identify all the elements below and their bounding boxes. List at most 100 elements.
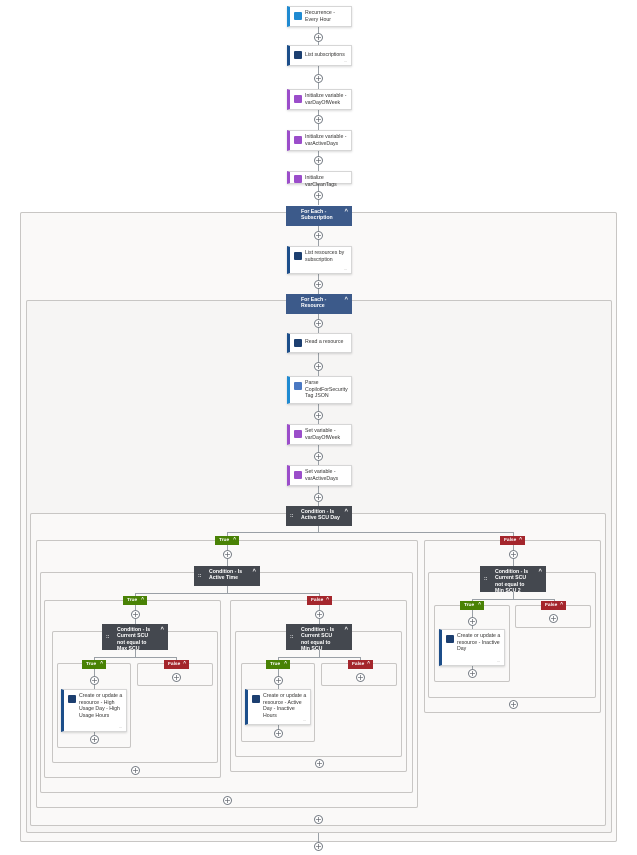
add-step-plus-icon[interactable]: +: [549, 614, 558, 623]
add-step-plus-icon[interactable]: +: [274, 729, 283, 738]
link-icon: ...: [118, 724, 122, 729]
set-active-card[interactable]: Set variable - varActiveDays: [287, 465, 352, 486]
chevron-up-icon[interactable]: ^: [344, 209, 348, 215]
condition-min2-title: Condition - Is Current SCU not equal to …: [495, 569, 529, 595]
chevron-up-icon[interactable]: ^: [367, 661, 370, 667]
recurrence-card[interactable]: Recurrence - Every Hour: [287, 6, 352, 27]
add-step-plus-icon[interactable]: +: [314, 156, 323, 165]
init-active-card[interactable]: Initialize variable - varActiveDays: [287, 130, 352, 151]
add-step-plus-icon[interactable]: +: [314, 815, 323, 824]
chevron-up-icon[interactable]: ^: [344, 627, 348, 633]
add-step-plus-icon[interactable]: +: [509, 700, 518, 709]
chevron-up-icon[interactable]: ^: [538, 569, 542, 575]
add-step-plus-icon[interactable]: +: [468, 617, 477, 626]
add-step-plus-icon[interactable]: +: [314, 493, 323, 502]
true-label: True: [127, 598, 138, 603]
init-day-label: Initialize variable - varDayOfWeek: [305, 93, 347, 106]
add-step-plus-icon[interactable]: +: [314, 191, 323, 200]
min-action-card[interactable]: Create or update a resource - Active Day…: [245, 689, 311, 725]
chevron-up-icon[interactable]: ^: [141, 597, 144, 603]
chevron-up-icon[interactable]: ^: [233, 537, 236, 543]
condition-icon: ::: [290, 513, 294, 519]
add-step-plus-icon[interactable]: +: [314, 115, 323, 124]
add-step-plus-icon[interactable]: +: [314, 362, 323, 371]
true-label: True: [219, 538, 230, 543]
condition-active-day-header[interactable]: :: Condition - Is Active SCU Day ^: [286, 506, 352, 526]
variable-icon: [294, 430, 302, 438]
chevron-up-icon[interactable]: ^: [100, 661, 103, 667]
init-clean-card[interactable]: Initialize varCleanTags: [287, 171, 352, 188]
min-false-label[interactable]: False ^: [348, 660, 373, 669]
add-step-plus-icon[interactable]: +: [314, 842, 323, 851]
condition-icon: ::: [106, 634, 110, 640]
set-day-card[interactable]: Set variable - varDayOfWeek: [287, 424, 352, 445]
set-active-label: Set variable - varActiveDays: [305, 469, 339, 482]
add-step-plus-icon[interactable]: +: [223, 796, 232, 805]
init-active-label: Initialize variable - varActiveDays: [305, 134, 347, 147]
min2-false-label[interactable]: False ^: [541, 601, 566, 610]
false-label: False: [311, 598, 324, 603]
add-step-plus-icon[interactable]: +: [314, 280, 323, 289]
link-icon: ...: [343, 58, 347, 63]
add-step-plus-icon[interactable]: +: [356, 673, 365, 682]
add-step-plus-icon[interactable]: +: [274, 676, 283, 685]
condition-active-time-title: Condition - Is Active Time: [209, 569, 243, 582]
false-label: False: [168, 662, 181, 667]
max-false-label[interactable]: False ^: [164, 660, 189, 669]
add-step-plus-icon[interactable]: +: [131, 766, 140, 775]
condition-min-header[interactable]: :: Condition - Is Current SCU not equal …: [286, 624, 352, 652]
add-step-plus-icon[interactable]: +: [131, 610, 140, 619]
false-label: False: [352, 662, 365, 667]
init-day-card[interactable]: Initialize variable - varDayOfWeek: [287, 89, 352, 110]
chevron-up-icon[interactable]: ^: [478, 602, 481, 608]
set-day-label: Set variable - varDayOfWeek: [305, 428, 341, 441]
condition-icon: ::: [290, 634, 294, 640]
chevron-up-icon[interactable]: ^: [183, 661, 186, 667]
condition-min2-header[interactable]: :: Condition - Is Current SCU not equal …: [480, 566, 546, 595]
read-resource-card[interactable]: Read a resource: [287, 333, 352, 353]
add-step-plus-icon[interactable]: +: [509, 550, 518, 559]
add-step-plus-icon[interactable]: +: [314, 74, 323, 83]
parse-json-card[interactable]: Parse CopilotForSecurity Tag JSON: [287, 376, 352, 404]
list-subscriptions-card[interactable]: List subscriptions ...: [287, 45, 352, 66]
max-true-label[interactable]: True ^: [82, 660, 106, 669]
add-step-plus-icon[interactable]: +: [314, 452, 323, 461]
chevron-up-icon[interactable]: ^: [344, 509, 348, 515]
add-step-plus-icon[interactable]: +: [315, 610, 324, 619]
add-step-plus-icon[interactable]: +: [314, 231, 323, 240]
azure-icon: [446, 635, 454, 643]
foreach-subscription-header[interactable]: For Each - Subscription ^: [286, 206, 352, 226]
false-label: False: [545, 603, 558, 608]
min2-action-card[interactable]: Create or update a resource - Inactive D…: [439, 629, 505, 666]
link-icon: ...: [496, 658, 500, 663]
chevron-up-icon[interactable]: ^: [326, 597, 329, 603]
add-step-plus-icon[interactable]: +: [223, 550, 232, 559]
add-step-plus-icon[interactable]: +: [315, 759, 324, 768]
chevron-up-icon[interactable]: ^: [344, 297, 348, 303]
add-step-plus-icon[interactable]: +: [172, 673, 181, 682]
condition-max-header[interactable]: :: Condition - Is Current SCU not equal …: [102, 624, 168, 652]
list-resources-card[interactable]: List resources by subscription ...: [287, 246, 352, 274]
add-step-plus-icon[interactable]: +: [314, 33, 323, 42]
foreach-resource-header[interactable]: For Each - Resource ^: [286, 294, 352, 314]
condition-active-time-header[interactable]: :: Condition - Is Active Time ^: [194, 566, 260, 586]
add-step-plus-icon[interactable]: +: [468, 669, 477, 678]
min-true-label[interactable]: True ^: [266, 660, 290, 669]
chevron-up-icon[interactable]: ^: [160, 627, 164, 633]
chevron-up-icon[interactable]: ^: [284, 661, 287, 667]
variable-icon: [294, 95, 302, 103]
active-day-false-label[interactable]: False ^: [500, 536, 525, 545]
chevron-up-icon[interactable]: ^: [252, 569, 256, 575]
add-step-plus-icon[interactable]: +: [90, 735, 99, 744]
chevron-up-icon[interactable]: ^: [519, 537, 522, 543]
active-day-true-label[interactable]: True ^: [215, 536, 239, 545]
chevron-up-icon[interactable]: ^: [560, 602, 563, 608]
active-time-false-label[interactable]: False ^: [307, 596, 332, 605]
add-step-plus-icon[interactable]: +: [314, 411, 323, 420]
add-step-plus-icon[interactable]: +: [90, 676, 99, 685]
max-action-card[interactable]: Create or update a resource - High Usage…: [61, 689, 127, 732]
min2-true-label[interactable]: True ^: [460, 601, 484, 610]
azure-icon: [252, 695, 260, 703]
active-time-true-label[interactable]: True ^: [123, 596, 147, 605]
add-step-plus-icon[interactable]: +: [314, 319, 323, 328]
